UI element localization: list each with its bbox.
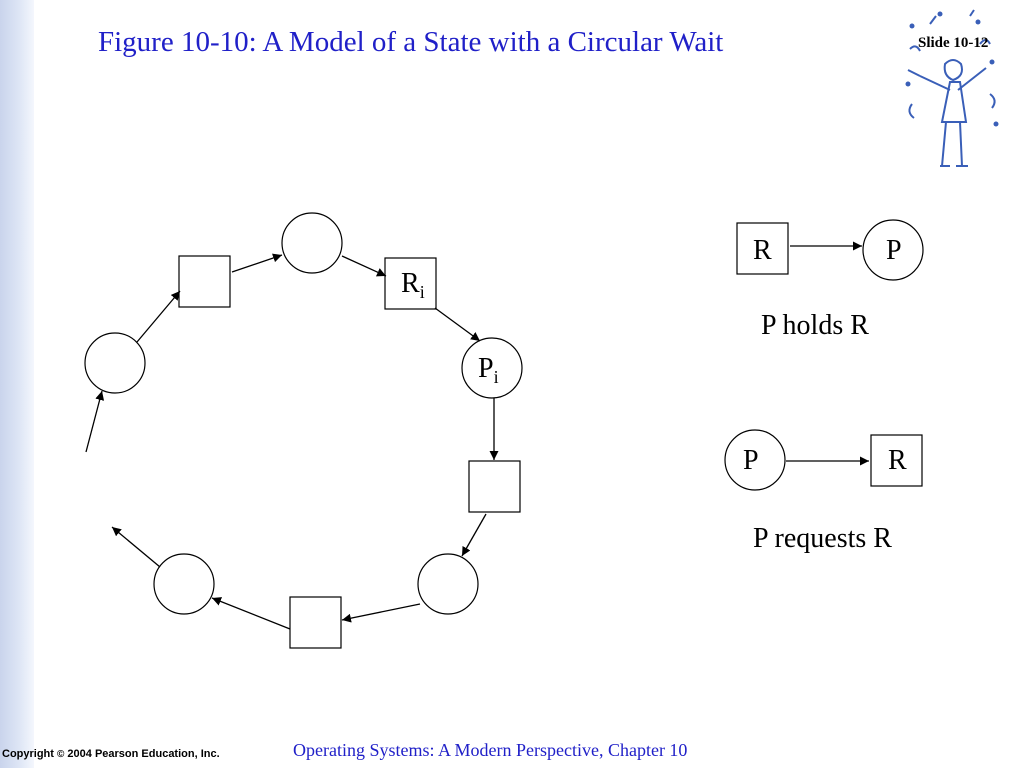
book-footer: Operating Systems: A Modern Perspective,… — [293, 740, 688, 760]
arrow-p-top-to-ri — [341, 255, 387, 277]
ri-label: Ri — [401, 268, 425, 302]
pi-label: Pi — [478, 353, 499, 387]
slide-number: Slide 10-12 — [918, 35, 989, 51]
left-decorative-band — [0, 0, 34, 768]
process-node-lower-right — [417, 553, 479, 615]
conductor-logo-icon — [905, 9, 999, 167]
legend-requests-process-label: P — [743, 445, 759, 476]
resource-node-upper-left — [178, 255, 231, 308]
legend-process-requests — [724, 429, 786, 491]
process-node-left — [84, 332, 146, 394]
slide-title: Figure 10-10: A Model of a State with a … — [98, 26, 724, 58]
process-node-pi — [461, 337, 523, 399]
arrow-p-to-r-bottom — [341, 603, 421, 623]
arrow-p-left-to-r — [136, 290, 181, 343]
resource-node-right — [468, 460, 521, 513]
copyright-notice: Copyright © 2004 Pearson Education, Inc. — [2, 748, 220, 760]
process-node-top — [281, 212, 343, 274]
process-node-lower-left — [153, 553, 215, 615]
arrow-r-to-p-lower-right — [461, 513, 487, 557]
arrow-r-to-p-top — [231, 253, 283, 273]
legend-resource-requests — [870, 434, 923, 487]
legend-holds-resource-label: R — [753, 235, 772, 266]
caption-requests: P requests R — [753, 523, 892, 554]
arrow-p-lower-left-out — [111, 526, 161, 568]
arrow-into-p-left — [85, 390, 105, 453]
caption-holds: P holds R — [761, 310, 869, 341]
legend-resource-holds — [736, 222, 789, 275]
arrow-r-bottom-to-p — [211, 597, 291, 630]
resource-node-bottom — [289, 596, 342, 649]
legend-process-holds — [862, 219, 924, 281]
legend-holds-process-label: P — [886, 235, 902, 266]
resource-node-ri — [384, 257, 437, 310]
arrow-ri-to-pi — [434, 307, 481, 342]
legend-requests-resource-label: R — [888, 445, 907, 476]
